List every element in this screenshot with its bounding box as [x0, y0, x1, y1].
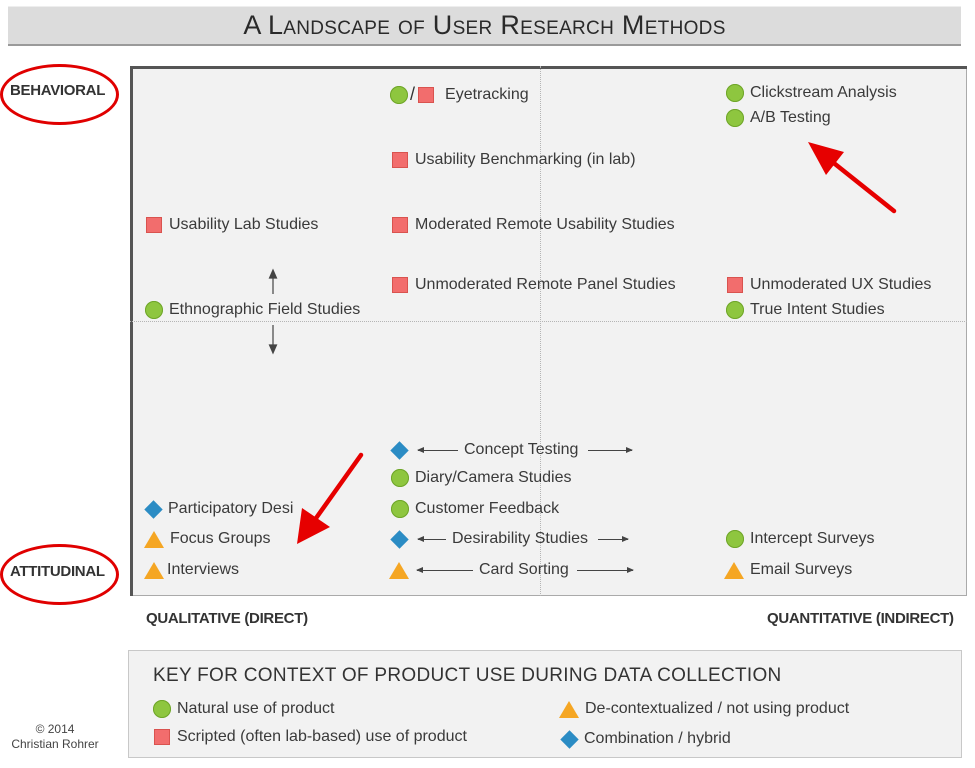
left-arrow-icon — [416, 566, 473, 573]
key-label: Scripted (often lab-based) use of produc… — [177, 728, 467, 745]
right-arrow-icon — [576, 566, 634, 573]
method-label: True Intent Studies — [750, 301, 885, 318]
natural-use-icon — [726, 109, 744, 127]
copyright-notice: © 2014 Christian Rohrer — [0, 722, 110, 752]
method-participatory-design: Participatory Desi — [144, 499, 294, 519]
arrow-to-ab-testing — [808, 142, 897, 214]
scripted-use-icon — [392, 152, 408, 168]
method-label: Usability Benchmarking (in lab) — [415, 151, 636, 168]
page-title: A Landscape of User Research Methods — [243, 10, 726, 40]
method-label: A/B Testing — [750, 109, 831, 126]
natural-use-icon — [145, 301, 163, 319]
axis-label-qualitative: QUALITATIVE (DIRECT) — [146, 610, 308, 627]
natural-use-icon — [726, 301, 744, 319]
method-customer-feedback: Customer Feedback — [391, 500, 559, 518]
method-card-sorting: Card Sorting — [389, 561, 639, 579]
right-arrow-icon — [588, 446, 634, 453]
method-true-intent: True Intent Studies — [726, 301, 885, 319]
horizontal-divider — [130, 321, 967, 322]
method-label: Card Sorting — [479, 561, 569, 578]
decontextualized-icon — [144, 530, 164, 548]
method-clickstream-analysis: Clickstream Analysis — [726, 84, 897, 102]
key-title: KEY FOR CONTEXT OF PRODUCT USE DURING DA… — [153, 665, 782, 686]
behavioral-highlight-ellipse — [0, 64, 119, 125]
method-label: Focus Groups — [170, 530, 271, 547]
copyright-author: Christian Rohrer — [11, 737, 99, 751]
method-label: Unmoderated Remote Panel Studies — [415, 276, 676, 293]
legend-key: KEY FOR CONTEXT OF PRODUCT USE DURING DA… — [128, 650, 962, 758]
decontextualized-icon — [389, 561, 409, 579]
method-ab-testing: A/B Testing — [726, 109, 831, 127]
key-label: De-contextualized / not using product — [585, 700, 850, 717]
method-label: Unmoderated UX Studies — [750, 276, 932, 293]
method-usability-lab-studies: Usability Lab Studies — [145, 216, 318, 234]
key-item-natural: Natural use of product — [153, 700, 334, 718]
natural-use-icon — [153, 700, 171, 718]
method-ethnographic-field: Ethnographic Field Studies — [145, 301, 360, 319]
method-label: Customer Feedback — [415, 500, 560, 517]
key-item-decontextualized: De-contextualized / not using product — [559, 700, 849, 718]
scripted-use-icon — [418, 86, 435, 103]
arrow-to-focus-groups — [297, 452, 364, 544]
scripted-use-icon — [146, 217, 162, 233]
method-label: Desirability Studies — [452, 530, 589, 547]
left-arrow-icon — [417, 535, 446, 542]
slash-separator: / — [410, 84, 416, 104]
method-usability-benchmarking: Usability Benchmarking (in lab) — [391, 151, 636, 169]
natural-use-icon — [726, 530, 744, 548]
method-label: Ethnographic Field Studies — [169, 301, 361, 318]
scripted-use-icon — [727, 277, 743, 293]
decontextualized-icon — [559, 700, 579, 718]
method-label: Diary/Camera Studies — [415, 469, 572, 486]
method-intercept-surveys: Intercept Surveys — [726, 530, 875, 548]
key-item-scripted: Scripted (often lab-based) use of produc… — [153, 728, 467, 746]
attitudinal-highlight-ellipse — [0, 544, 119, 605]
method-eyetracking: / Eyetracking — [390, 84, 529, 105]
method-label: Moderated Remote Usability Studies — [415, 216, 675, 233]
left-arrow-icon — [417, 446, 458, 453]
decontextualized-icon — [144, 561, 164, 579]
natural-use-icon — [391, 469, 409, 487]
method-label: Eyetracking — [445, 85, 529, 103]
key-item-combination: Combination / hybrid — [560, 729, 731, 749]
method-focus-groups: Focus Groups — [144, 530, 270, 548]
method-interviews: Interviews — [144, 561, 239, 579]
combination-icon — [560, 729, 579, 749]
method-concept-testing: Concept Testing — [390, 440, 638, 460]
right-arrow-icon — [598, 535, 630, 542]
scripted-use-icon — [392, 217, 408, 233]
method-unmoderated-ux: Unmoderated UX Studies — [726, 276, 931, 294]
method-diary-camera: Diary/Camera Studies — [391, 469, 572, 487]
title-bar: A Landscape of User Research Methods — [8, 6, 961, 46]
method-label: Usability Lab Studies — [169, 216, 319, 233]
method-unmoderated-remote-panel: Unmoderated Remote Panel Studies — [391, 276, 676, 294]
method-desirability-studies: Desirability Studies — [390, 529, 634, 549]
scripted-use-icon — [154, 729, 170, 745]
natural-use-icon — [390, 85, 408, 104]
decontextualized-icon — [724, 561, 744, 579]
axis-label-quantitative: QUANTITATIVE (INDIRECT) — [767, 610, 954, 627]
method-label: Interviews — [167, 561, 240, 578]
natural-use-icon — [391, 500, 409, 518]
copyright-year: © 2014 — [35, 722, 75, 736]
method-email-surveys: Email Surveys — [724, 561, 852, 579]
method-moderated-remote-usability: Moderated Remote Usability Studies — [391, 216, 675, 234]
key-label: Natural use of product — [177, 700, 335, 717]
natural-use-icon — [726, 84, 744, 102]
method-label: Clickstream Analysis — [750, 84, 897, 101]
scripted-use-icon — [392, 277, 408, 293]
method-label: Email Surveys — [750, 561, 853, 578]
method-label: Intercept Surveys — [750, 530, 875, 547]
method-label: Participatory Desi — [168, 500, 294, 517]
vertical-divider — [540, 66, 541, 596]
method-label: Concept Testing — [464, 441, 579, 458]
key-label: Combination / hybrid — [584, 730, 731, 747]
